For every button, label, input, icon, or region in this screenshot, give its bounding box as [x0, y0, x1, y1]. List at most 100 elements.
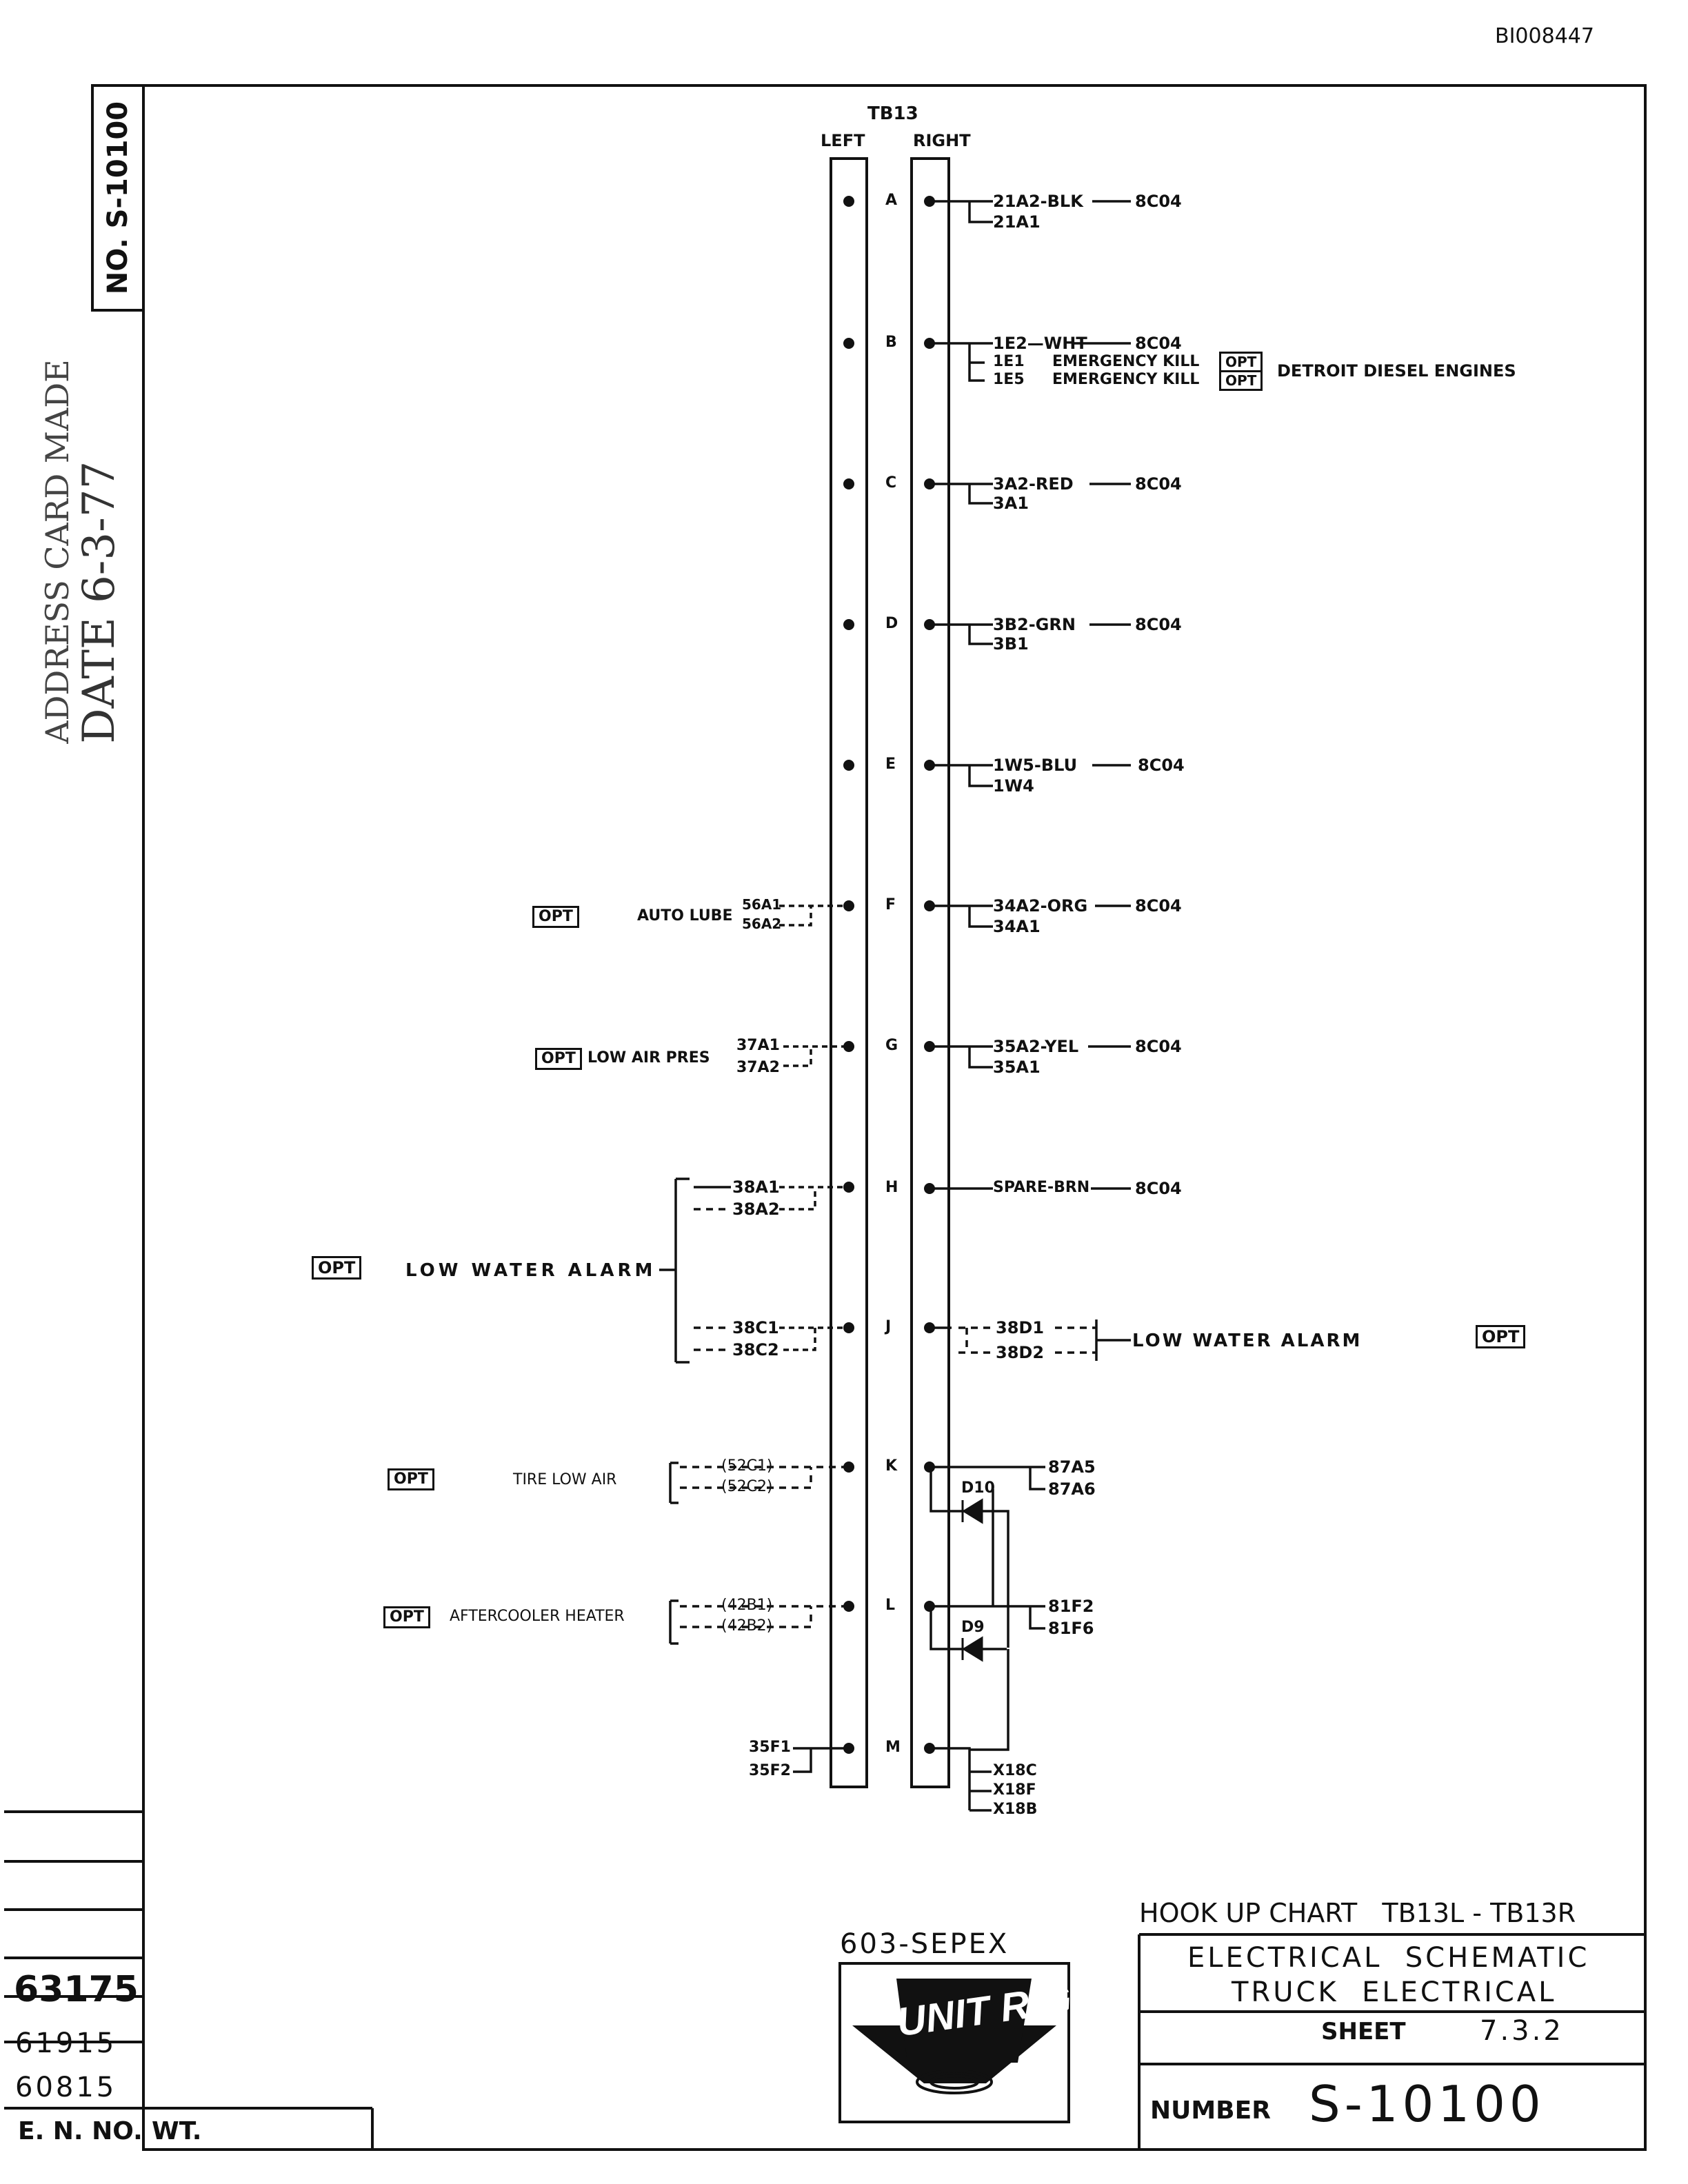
opt-badge: OPT: [383, 1606, 430, 1628]
wire-destination: 8C04: [1135, 192, 1182, 211]
terminal-label-j: J: [885, 1318, 892, 1335]
wire-description: AFTERCOOLER HEATER: [450, 1608, 625, 1625]
opt-badge: OPT: [1219, 370, 1263, 391]
terminal-label-m: M: [885, 1739, 901, 1756]
wire-destination: 8C04: [1135, 1179, 1182, 1198]
drawing-title-line2: TRUCK ELECTRICAL: [1232, 1976, 1557, 2008]
terminal-label-c: C: [885, 474, 897, 492]
terminal-label-d: D: [885, 615, 898, 632]
wire-label: 35A1: [993, 1058, 1041, 1077]
wire-label: 37A2: [736, 1059, 780, 1076]
wire-label: SPARE-BRN: [993, 1179, 1090, 1196]
wire-label: 37A1: [736, 1037, 780, 1054]
wire-label: X18C: [993, 1762, 1037, 1779]
wire-description: AUTO LUBE: [637, 907, 733, 924]
wire-destination: 8C04: [1135, 1037, 1182, 1056]
wire-label: 87A6: [1048, 1479, 1096, 1499]
left-label: LEFT: [821, 131, 865, 150]
terminal-label-f: F: [885, 896, 896, 913]
revision-number: 60815: [15, 2072, 117, 2103]
stamp: ADDRESS CARD MADE DATE 6-3-77: [39, 359, 125, 744]
right-label: RIGHT: [913, 131, 971, 150]
wire-label: 21A2-BLK: [993, 192, 1083, 211]
opt-badge: OPT: [1476, 1325, 1526, 1348]
wire-label: 35F1: [749, 1739, 791, 1756]
terminal-label-k: K: [885, 1457, 898, 1475]
unit-rig-logo-graphic: [852, 1979, 1056, 2094]
wire-label: 56A2: [742, 916, 782, 932]
revision-number: 63175: [14, 1969, 139, 2010]
hookup-chart-title: HOOK UP CHART TB13L - TB13R: [1139, 1898, 1576, 1928]
wire-destination: 8C04: [1135, 474, 1182, 494]
wire-label: (42B2): [721, 1617, 773, 1635]
stamp-line1: ADDRESS CARD MADE: [39, 359, 76, 744]
wire-label: 38A2: [732, 1200, 780, 1219]
number-label: NUMBER: [1150, 2096, 1271, 2125]
terminal-label-h: H: [885, 1179, 898, 1196]
wire-label: 81F2: [1048, 1597, 1094, 1616]
wire-label: (42B1): [721, 1597, 773, 1614]
wire-label: 21A1: [993, 212, 1041, 232]
opt-badge: OPT: [388, 1468, 434, 1490]
stamp-line2: DATE 6-3-77: [74, 461, 125, 744]
sheet-value: 7.3.2: [1480, 2015, 1564, 2047]
wire-label: 3B2-GRN: [993, 615, 1076, 634]
wire-label: 38A1: [732, 1177, 780, 1197]
wire-description: LOW WATER ALARM: [405, 1260, 656, 1281]
weight-label: WT.: [152, 2117, 202, 2145]
wire-label: 1W5-BLU: [993, 756, 1078, 775]
wire-description: LOW WATER ALARM: [1132, 1331, 1363, 1351]
wire-label: 3A2-RED: [993, 474, 1074, 494]
wire-label: 1E1: [993, 353, 1025, 370]
opt-badge: OPT: [1219, 352, 1263, 372]
wire-label: X18B: [993, 1801, 1038, 1818]
wire-label: X18F: [993, 1781, 1036, 1799]
wire-label: 38C2: [732, 1340, 779, 1359]
wire-label: 1E5: [993, 371, 1025, 388]
drawing-number-vertical: NO. S-10100: [102, 101, 134, 295]
wire-destination: 8C04: [1135, 334, 1182, 353]
wire-label: 3B1: [993, 634, 1029, 654]
model-label: 603-SEPEX: [840, 1928, 1009, 1960]
diode-label: D9: [961, 1619, 985, 1636]
wire-label: 1W4: [993, 776, 1034, 796]
wire-label: 87A5: [1048, 1457, 1096, 1477]
en-number-label: E. N. NO.: [18, 2117, 143, 2145]
wire-label: 34A1: [993, 917, 1041, 936]
wire-label: 35F2: [749, 1762, 791, 1779]
wire-destination: 8C04: [1138, 756, 1185, 775]
opt-badge: OPT: [535, 1048, 582, 1070]
drawing-number: S-10100: [1309, 2075, 1545, 2133]
wire-label: 3A1: [993, 494, 1029, 513]
opt-badge: OPT: [312, 1256, 362, 1280]
document-id: BI008447: [1495, 24, 1594, 48]
wire-label: (52C2): [721, 1478, 773, 1495]
wire-label: (52C1): [721, 1457, 773, 1475]
wire-description: TIRE LOW AIR: [513, 1471, 617, 1488]
terminal-label-a: A: [885, 192, 898, 209]
revision-number: 61915: [15, 2028, 117, 2059]
terminal-block-name: TB13: [867, 103, 918, 124]
terminal-label-g: G: [885, 1037, 898, 1054]
wire-description: EMERGENCY KILL: [1052, 371, 1200, 388]
wire-description: EMERGENCY KILL: [1052, 353, 1200, 370]
wire-label: 35A2-YEL: [993, 1037, 1079, 1056]
terminal-label-e: E: [885, 756, 896, 773]
wire-label: 56A1: [742, 896, 782, 913]
diode-label: D10: [961, 1479, 995, 1497]
wire-label: 34A2-ORG: [993, 896, 1088, 916]
wire-label: 38D2: [996, 1343, 1045, 1362]
terminal-label-b: B: [885, 334, 897, 351]
wire-destination: 8C04: [1135, 896, 1182, 916]
wire-label: 38C1: [732, 1318, 779, 1337]
drawing-title-line1: ELECTRICAL SCHEMATIC: [1187, 1942, 1590, 1974]
wire-destination: 8C04: [1135, 615, 1182, 634]
opt-badge: OPT: [532, 906, 579, 928]
wire-label: 38D1: [996, 1318, 1045, 1337]
wire-label: 81F6: [1048, 1619, 1094, 1638]
sheet-label: SHEET: [1321, 2018, 1406, 2045]
wire-description: LOW AIR PRES: [587, 1049, 710, 1066]
wire-label: 1E2—WHT: [993, 334, 1087, 353]
terminal-label-l: L: [885, 1597, 896, 1614]
